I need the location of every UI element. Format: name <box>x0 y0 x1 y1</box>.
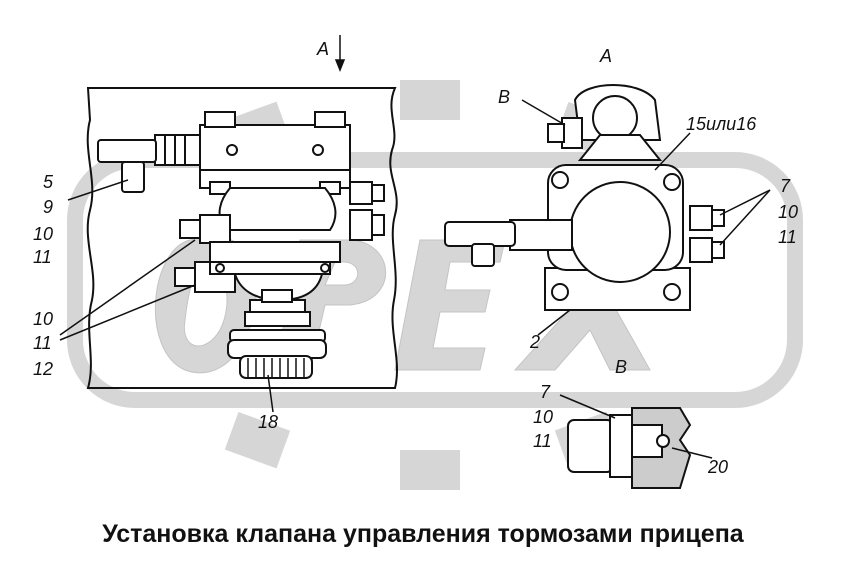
label-part-5: 5 <box>43 172 54 192</box>
label-part-10-a: 10 <box>33 224 53 244</box>
label-part-10-d: 10 <box>533 407 553 427</box>
label-part-11-c: 11 <box>778 227 797 247</box>
label-view-b-title: B <box>615 357 627 377</box>
label-part-15-or-16: 15или16 <box>686 114 757 134</box>
frame-plate-left <box>86 87 399 389</box>
leader-lines <box>59 99 771 459</box>
label-view-a-arrow: A <box>316 39 329 59</box>
upper-valve-body <box>97 111 385 205</box>
label-view-b-arrow: B <box>498 87 510 107</box>
label-part-10-c: 10 <box>778 202 798 222</box>
label-part-18: 18 <box>258 412 278 432</box>
lower-valve-body <box>174 187 385 379</box>
label-part-2: 2 <box>529 332 540 352</box>
valve-view-a <box>444 84 725 311</box>
view-a-arrow <box>334 35 346 73</box>
label-part-7-b: 7 <box>540 382 551 402</box>
fitting-detail <box>567 407 692 489</box>
label-part-11-d: 11 <box>533 431 552 451</box>
label-part-11-b: 11 <box>33 333 52 353</box>
label-part-12: 12 <box>33 359 53 379</box>
figure-caption: Установка клапана управления тормозами п… <box>102 520 744 548</box>
label-part-7-a: 7 <box>780 176 791 196</box>
label-part-10-b: 10 <box>33 309 53 329</box>
label-part-9: 9 <box>43 197 53 217</box>
label-view-a-title: A <box>599 46 612 66</box>
label-part-11-a: 11 <box>33 247 52 267</box>
exhaust-fins <box>247 358 305 378</box>
label-part-20: 20 <box>707 457 728 477</box>
